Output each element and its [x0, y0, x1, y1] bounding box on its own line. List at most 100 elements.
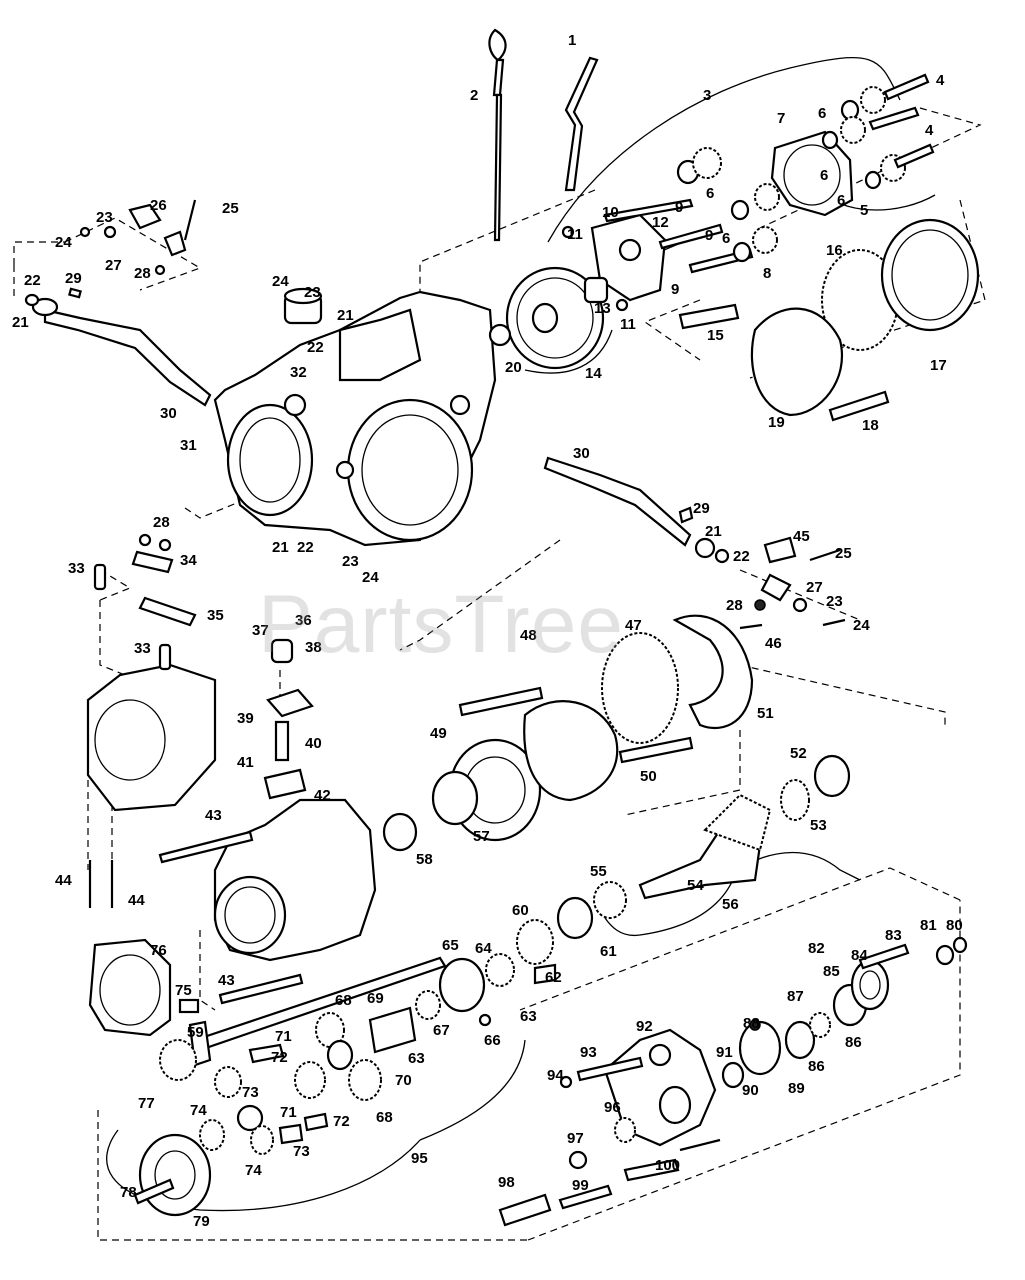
callout-42: 42 — [314, 787, 331, 804]
drive-shaft-gear-train — [133, 953, 515, 1217]
pinion-shaft — [516, 754, 851, 985]
callout-68b: 68 — [376, 1109, 393, 1126]
callout-100: 100 — [655, 1157, 680, 1174]
callout-9: 9 — [675, 199, 683, 216]
callout-21c: 21 — [272, 539, 289, 556]
callout-60: 60 — [512, 902, 529, 919]
callout-23: 23 — [96, 209, 113, 226]
callout-82: 82 — [808, 940, 825, 957]
callout-14: 14 — [585, 365, 602, 382]
callout-64: 64 — [475, 940, 492, 957]
transmission-housing — [213, 287, 497, 547]
callout-28c: 28 — [726, 597, 743, 614]
callout-79: 79 — [193, 1213, 210, 1230]
callout-41: 41 — [237, 754, 254, 771]
callout-47: 47 — [625, 617, 642, 634]
cover-gasket — [88, 938, 172, 1037]
callout-24: 24 — [55, 234, 72, 251]
callout-43: 43 — [205, 807, 222, 824]
callout-78: 78 — [120, 1184, 137, 1201]
callout-80: 80 — [946, 917, 963, 934]
callout-25: 25 — [222, 200, 239, 217]
callout-16: 16 — [826, 242, 843, 259]
dipstick-assembly — [488, 28, 599, 242]
callout-2: 2 — [470, 87, 478, 104]
callout-95: 95 — [411, 1150, 428, 1167]
callout-57: 57 — [473, 828, 490, 845]
callout-23d: 23 — [826, 593, 843, 610]
callout-74: 74 — [190, 1102, 207, 1119]
callout-70: 70 — [395, 1072, 412, 1089]
callout-23b: 23 — [304, 284, 321, 301]
callout-15: 15 — [707, 327, 724, 344]
callout-49: 49 — [430, 725, 447, 742]
callout-28: 28 — [134, 265, 151, 282]
differential-housing — [158, 798, 377, 1014]
callout-29: 29 — [65, 270, 82, 287]
callout-9b: 9 — [705, 227, 713, 244]
callout-20: 20 — [505, 359, 522, 376]
callout-63: 63 — [520, 1008, 537, 1025]
callout-90: 90 — [742, 1082, 759, 1099]
callout-33: 33 — [68, 560, 85, 577]
callout-11: 11 — [567, 226, 583, 243]
callout-19: 19 — [768, 414, 785, 431]
callout-6e: 6 — [722, 230, 730, 247]
callout-43b: 43 — [218, 972, 235, 989]
planetary-assembly — [488, 73, 935, 370]
callout-72: 72 — [271, 1049, 288, 1066]
callout-98: 98 — [498, 1174, 515, 1191]
callout-12: 12 — [652, 214, 669, 231]
callout-54: 54 — [687, 877, 704, 894]
callout-69: 69 — [367, 990, 384, 1007]
callout-6: 6 — [818, 105, 826, 122]
callout-5: 5 — [860, 202, 868, 219]
callout-30: 30 — [160, 405, 177, 422]
callout-97: 97 — [567, 1130, 584, 1147]
callout-22b: 22 — [307, 339, 324, 356]
callout-32: 32 — [290, 364, 307, 381]
lower-left-cover — [86, 533, 314, 908]
callout-38: 38 — [305, 639, 322, 656]
callout-91: 91 — [716, 1044, 733, 1061]
callout-61: 61 — [600, 943, 617, 960]
callout-46: 46 — [765, 635, 782, 652]
callout-4b: 4 — [925, 122, 934, 139]
callout-6d: 6 — [837, 192, 845, 209]
callout-53: 53 — [810, 817, 827, 834]
callout-29b: 29 — [693, 500, 710, 517]
callout-31: 31 — [180, 437, 197, 454]
callout-18: 18 — [862, 417, 879, 434]
callout-36: 36 — [295, 612, 312, 629]
callout-58: 58 — [416, 851, 433, 868]
callout-11b: 11 — [620, 316, 636, 333]
callout-26: 26 — [150, 197, 167, 214]
lower-right-axle-parts — [498, 936, 968, 1227]
callout-7: 7 — [777, 110, 785, 127]
callout-77: 77 — [138, 1095, 155, 1112]
callout-84: 84 — [851, 947, 868, 964]
callout-89: 89 — [788, 1080, 805, 1097]
callout-74b: 74 — [245, 1162, 262, 1179]
rear-axle-right — [543, 456, 846, 627]
callout-24b: 24 — [272, 273, 289, 290]
callout-51: 51 — [757, 705, 774, 722]
callout-52: 52 — [790, 745, 807, 762]
callout-24d: 24 — [853, 617, 870, 634]
callout-72b: 72 — [333, 1113, 350, 1130]
callout-40: 40 — [305, 735, 322, 752]
callout-92: 92 — [636, 1018, 653, 1035]
callout-87: 87 — [787, 988, 804, 1005]
callout-17: 17 — [930, 357, 947, 374]
rear-axle-left — [24, 199, 212, 407]
callout-45: 45 — [793, 528, 810, 545]
callout-93: 93 — [580, 1044, 597, 1061]
callout-56: 56 — [722, 896, 739, 913]
callout-22c: 22 — [297, 539, 314, 556]
callout-22d: 22 — [733, 548, 750, 565]
callout-71b: 71 — [280, 1104, 297, 1121]
center-brake-assembly — [382, 614, 763, 852]
callout-81: 81 — [920, 917, 937, 934]
callout-9c: 9 — [671, 281, 679, 298]
